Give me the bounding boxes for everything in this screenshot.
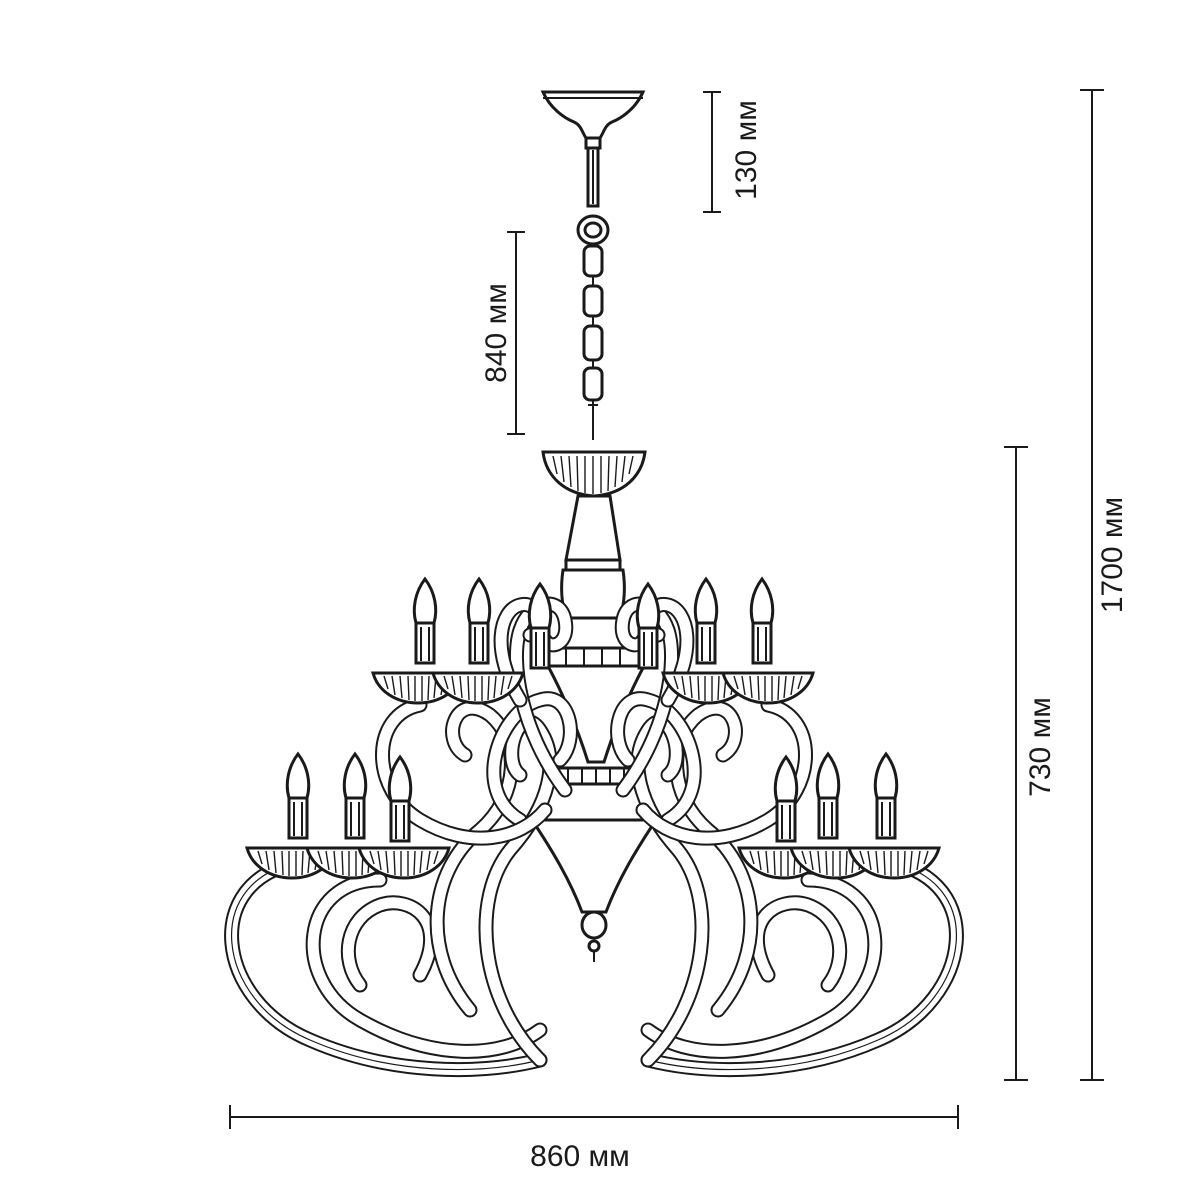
total-height-label: 1700 мм	[1096, 497, 1129, 613]
ceiling-canopy	[540, 90, 646, 208]
chain-length-label: 840 мм	[480, 283, 513, 383]
central-column	[529, 450, 659, 962]
body-height-label: 730 мм	[1024, 697, 1057, 797]
dimension-width: 860 мм	[229, 1105, 959, 1173]
dimension-canopy: 130 мм	[703, 91, 763, 213]
dimension-body-height: 730 мм	[1004, 446, 1057, 1081]
chain	[576, 214, 610, 440]
dimension-total-height: 1700 мм	[1080, 89, 1129, 1081]
width-label: 860 мм	[530, 1140, 630, 1173]
canopy-height-label: 130 мм	[730, 100, 763, 200]
dimension-chain: 840 мм	[480, 231, 525, 435]
